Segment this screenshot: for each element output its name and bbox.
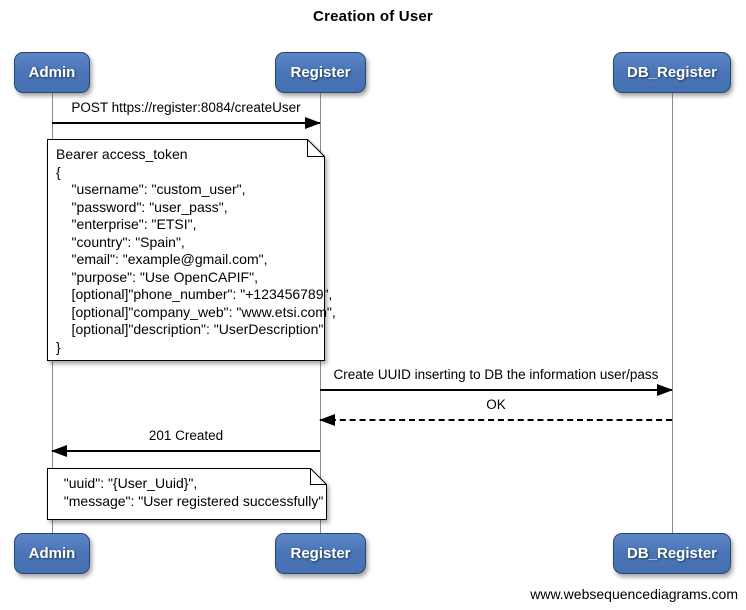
note-outline bbox=[47, 139, 325, 361]
message-201-created: 201 Created bbox=[51, 428, 320, 457]
note-request-body: Bearer access_token { "username": "custo… bbox=[47, 139, 336, 361]
note-response-body: "uuid": "{User_Uuid}", "message": "User … bbox=[47, 468, 327, 520]
arrowhead-left-icon bbox=[51, 445, 67, 457]
actor-box-register-top: Register bbox=[275, 52, 366, 93]
message-line bbox=[320, 389, 672, 391]
actor-label: Register bbox=[290, 545, 351, 562]
message-label: OK bbox=[486, 397, 506, 412]
note-text: Bearer access_token { "username": "custo… bbox=[56, 146, 336, 355]
lifeline-db-register bbox=[671, 93, 673, 534]
actor-box-admin-bottom: Admin bbox=[14, 533, 90, 574]
arrowhead-right-icon bbox=[305, 117, 321, 129]
note-fold-icon bbox=[307, 139, 325, 157]
actor-label: Register bbox=[290, 64, 351, 81]
message-create-uuid: Create UUID inserting to DB the informat… bbox=[320, 367, 673, 396]
arrowhead-right-icon bbox=[657, 384, 673, 396]
actor-label: DB_Register bbox=[626, 545, 718, 562]
message-ok-return: OK bbox=[319, 397, 672, 426]
actor-label: Admin bbox=[28, 64, 76, 81]
message-label: Create UUID inserting to DB the informat… bbox=[333, 367, 659, 382]
arrowhead-left-icon bbox=[319, 414, 335, 426]
note-outline bbox=[47, 468, 327, 520]
message-line bbox=[52, 122, 320, 124]
watermark: www.websequencediagrams.com bbox=[530, 586, 738, 602]
message-line bbox=[52, 450, 320, 452]
message-line-dashed bbox=[320, 419, 672, 421]
note-text: "uuid": "{User_Uuid}", "message": "User … bbox=[63, 475, 324, 509]
diagram-title: Creation of User bbox=[313, 8, 433, 25]
actor-box-register-bottom: Register bbox=[275, 533, 366, 574]
message-create-user: POST https://register:8084/createUser bbox=[52, 100, 321, 129]
message-label: POST https://register:8084/createUser bbox=[71, 100, 301, 115]
actor-label: Admin bbox=[28, 545, 76, 562]
message-label: 201 Created bbox=[148, 428, 224, 443]
actor-box-db-register-bottom: DB_Register bbox=[613, 533, 731, 574]
actor-label: DB_Register bbox=[626, 64, 718, 81]
actor-box-admin-top: Admin bbox=[14, 52, 90, 93]
note-fold-icon bbox=[310, 468, 327, 485]
actor-box-db-register-top: DB_Register bbox=[613, 52, 731, 93]
